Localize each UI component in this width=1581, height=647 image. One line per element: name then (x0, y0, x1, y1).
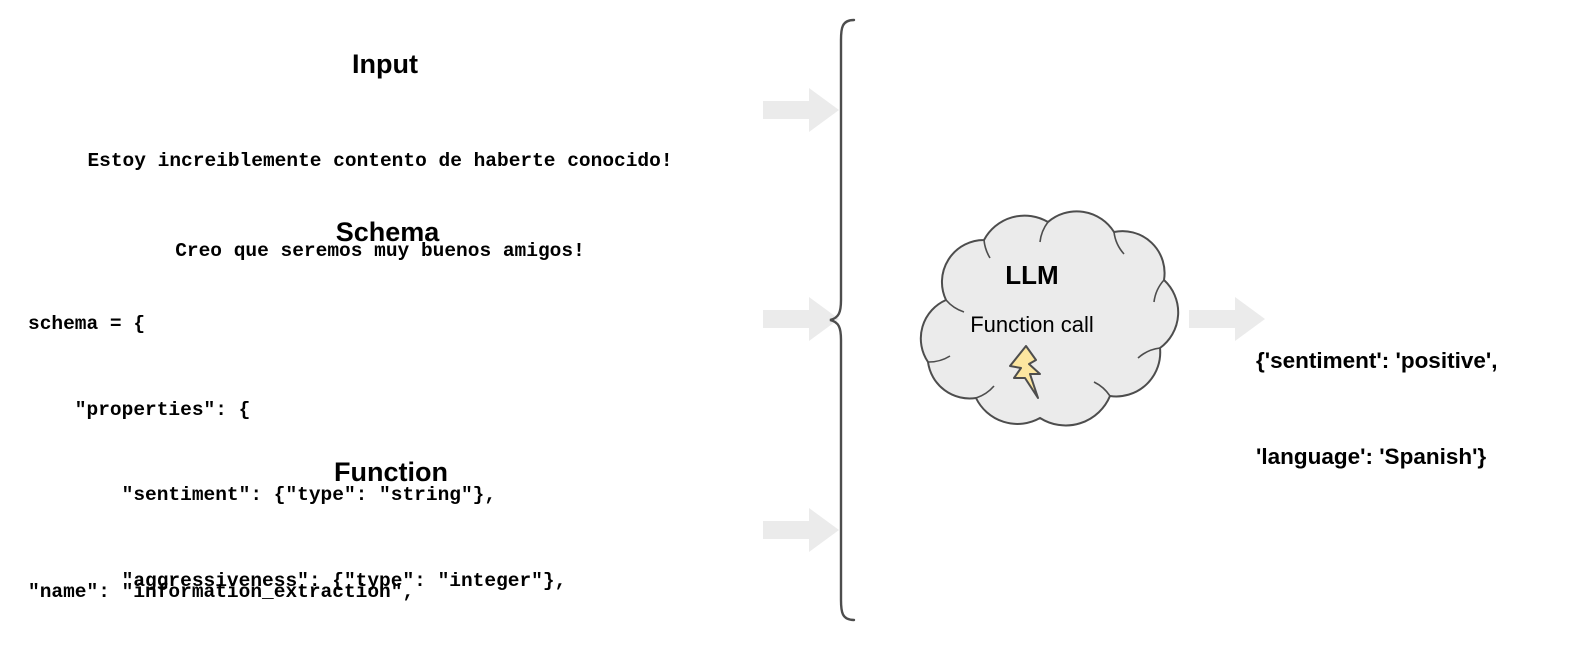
output-result: {'sentiment': 'positive', 'language': 'S… (1256, 281, 1576, 537)
function-section-heading: Function (334, 457, 448, 487)
arrow-llm-to-output (1189, 297, 1265, 341)
schema-section-text: schema = { "properties": { "sentiment": … (28, 253, 566, 647)
function-call-label: Function call (970, 312, 1094, 337)
lightning-bolt-icon (1009, 345, 1041, 399)
arrow-function-to-llm (763, 508, 839, 552)
input-line-2: Creo que seremos muy buenos amigos! (175, 240, 585, 262)
schema-line-1: schema = { (28, 313, 146, 335)
schema-line-3: "sentiment": {"type": "string"}, (28, 484, 497, 506)
input-section-heading: Input (352, 49, 418, 79)
cloud-shape (919, 210, 1180, 427)
arrow-schema-to-llm (763, 297, 839, 341)
function-line-1: "name": "information_extraction", (28, 581, 415, 603)
llm-title: LLM (1005, 260, 1059, 290)
schema-section-heading: Schema (335, 217, 440, 247)
function-section-text: "name": "information_extraction", "descr… (28, 492, 683, 647)
llm-cloud: LLM Function call (872, 196, 1192, 450)
grouping-brace (829, 18, 856, 622)
input-line-1: Estoy increiblemente contento de haberte… (87, 150, 673, 172)
schema-line-2: "properties": { (28, 398, 251, 421)
output-line-2: 'language': 'Spanish'} (1256, 444, 1487, 469)
schema-line-4: "aggressiveness": {"type": "integer"}, (28, 569, 567, 592)
input-section-text: Estoy increiblemente contento de haberte… (0, 86, 760, 326)
arrow-input-to-llm (763, 88, 839, 132)
output-line-1: {'sentiment': 'positive', (1256, 348, 1498, 373)
